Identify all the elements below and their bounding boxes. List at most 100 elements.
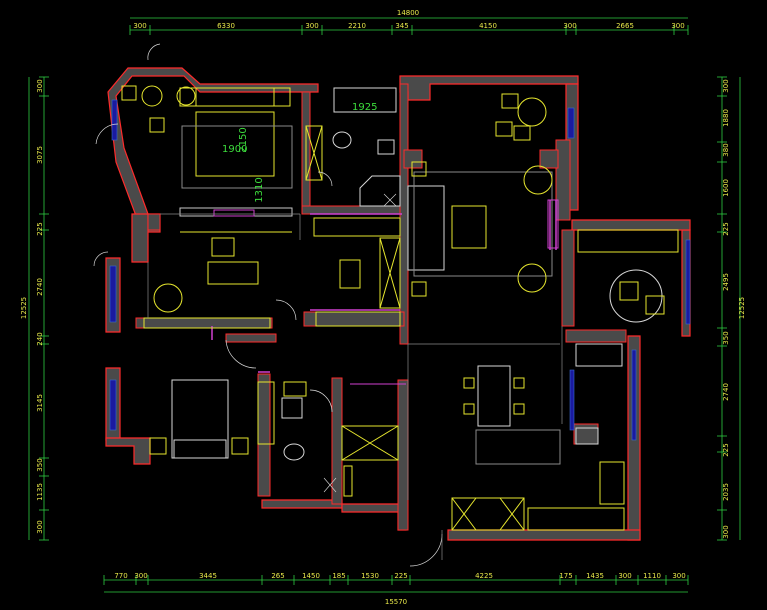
right-dim-11: 300 (722, 525, 730, 538)
shower (359, 175, 401, 207)
window-kitchen (631, 349, 637, 441)
right-dim-7: 350 (722, 331, 730, 344)
window-balcony (567, 107, 575, 139)
top-overall-dimension: 14800 (397, 9, 419, 17)
top-dim-5: 345 (395, 22, 408, 30)
laundry-unit (343, 465, 353, 497)
bottom-dim-11: 1435 (586, 572, 604, 580)
top-dim-8: 2665 (616, 22, 634, 30)
interior-walls (135, 83, 627, 531)
left-dim-3: 225 (36, 222, 44, 235)
wall-living-bottom (573, 423, 599, 445)
wall-corridor-top (225, 333, 277, 343)
door-balcony-left (93, 251, 109, 267)
wall-top-right (399, 75, 579, 101)
kitchen-counter (451, 497, 525, 531)
dining-chair-4 (513, 403, 525, 415)
window-left-2 (109, 379, 117, 431)
door-top-bay (147, 43, 161, 61)
bay-chair-2 (141, 85, 163, 107)
right-dim-2: 1880 (722, 109, 730, 127)
window-living (569, 369, 575, 431)
vanity-cabinet (305, 125, 323, 181)
master-rug (181, 125, 293, 189)
bathtub (333, 87, 397, 113)
master-bedroom (121, 85, 293, 233)
bay-shelf (213, 209, 255, 217)
wall-kitchen-top (565, 329, 627, 343)
top-dim-9: 300 (671, 22, 684, 30)
closet-block (341, 383, 406, 497)
bedroom-2 (149, 379, 275, 459)
balcony-chair-1 (501, 93, 519, 109)
master-nightstand-left (179, 87, 197, 107)
left-dimension-labels: 12525 300 3075 225 2740 240 3145 350 113… (20, 79, 44, 533)
doors (93, 43, 443, 567)
built-in-cabinet (143, 317, 271, 329)
window-bay (111, 99, 118, 141)
toilet-master (332, 131, 352, 149)
door-corridor (225, 339, 257, 369)
right-dim-4: 1600 (722, 179, 730, 197)
bed-width-label: 1900 (222, 144, 247, 155)
utility-room (313, 217, 401, 327)
top-dim-2: 6330 (217, 22, 235, 30)
wall-closet-right (397, 379, 409, 531)
study-bookcase (577, 229, 679, 253)
wall-pillar-1 (403, 149, 423, 169)
left-dim-4: 2740 (36, 278, 44, 296)
right-dimension-labels: 12525 300 1880 380 1600 225 2495 350 274… (722, 79, 746, 538)
side-table-1 (411, 161, 427, 177)
dimension-lines (28, 17, 741, 593)
coffee-table (451, 205, 487, 249)
left-dim-9: 300 (36, 520, 44, 533)
bottom-dim-2: 300 (134, 572, 147, 580)
bedroom2-pillows (173, 439, 227, 459)
accent-partitions (211, 200, 557, 373)
kitchen-upper (575, 343, 623, 367)
storage-cabinet (313, 217, 401, 237)
wall-bedroom1-divider (135, 317, 273, 329)
tub-length-label: 1925 (352, 102, 377, 113)
fixture-details (323, 193, 397, 493)
door-bay-left (95, 123, 119, 145)
dining-table (477, 365, 511, 427)
window-left-1 (109, 265, 117, 323)
bedroom2-nightstand-left (149, 437, 167, 455)
wall-left-upper (131, 213, 149, 263)
exterior-walls (105, 67, 691, 541)
fridge (599, 461, 625, 505)
study-chair-1 (619, 281, 639, 301)
bottom-dim-4: 265 (271, 572, 284, 580)
right-dim-3: 380 (722, 143, 730, 156)
bottom-dim-5: 1450 (302, 572, 320, 580)
study-chair-2 (645, 295, 665, 315)
master-nightstand-right (273, 87, 291, 107)
bottom-dimension-labels: 770 300 3445 265 1450 185 1530 225 4225 … (114, 572, 685, 606)
balcony-chair-2 (495, 121, 513, 137)
kitchen-island (475, 429, 561, 465)
tv-console (547, 199, 559, 249)
light-partitions (147, 213, 563, 560)
wall-pillar-3 (147, 213, 161, 231)
washer (339, 259, 361, 289)
top-dim-4: 2210 (348, 22, 366, 30)
wall-pillar-2 (539, 149, 559, 169)
bottom-dim-1: 770 (114, 572, 127, 580)
dining-chair-1 (463, 377, 475, 389)
bottom-dim-14: 300 (672, 572, 685, 580)
bottom-dim-8: 225 (394, 572, 407, 580)
wall-kitchen-bottom (447, 529, 641, 541)
top-dimension-labels: 14800 300 6330 300 2210 345 4150 300 266… (133, 9, 684, 30)
sofa (407, 185, 445, 271)
master-bed (195, 111, 275, 177)
wall-bottom-mid (261, 499, 343, 509)
wall-mid-block (303, 311, 405, 327)
bathroom-2 (281, 381, 307, 461)
tall-cabinet (379, 237, 401, 309)
door-master-bath (317, 171, 333, 187)
wardrobe-label: 1310 (254, 177, 265, 202)
dining-area (451, 343, 625, 531)
